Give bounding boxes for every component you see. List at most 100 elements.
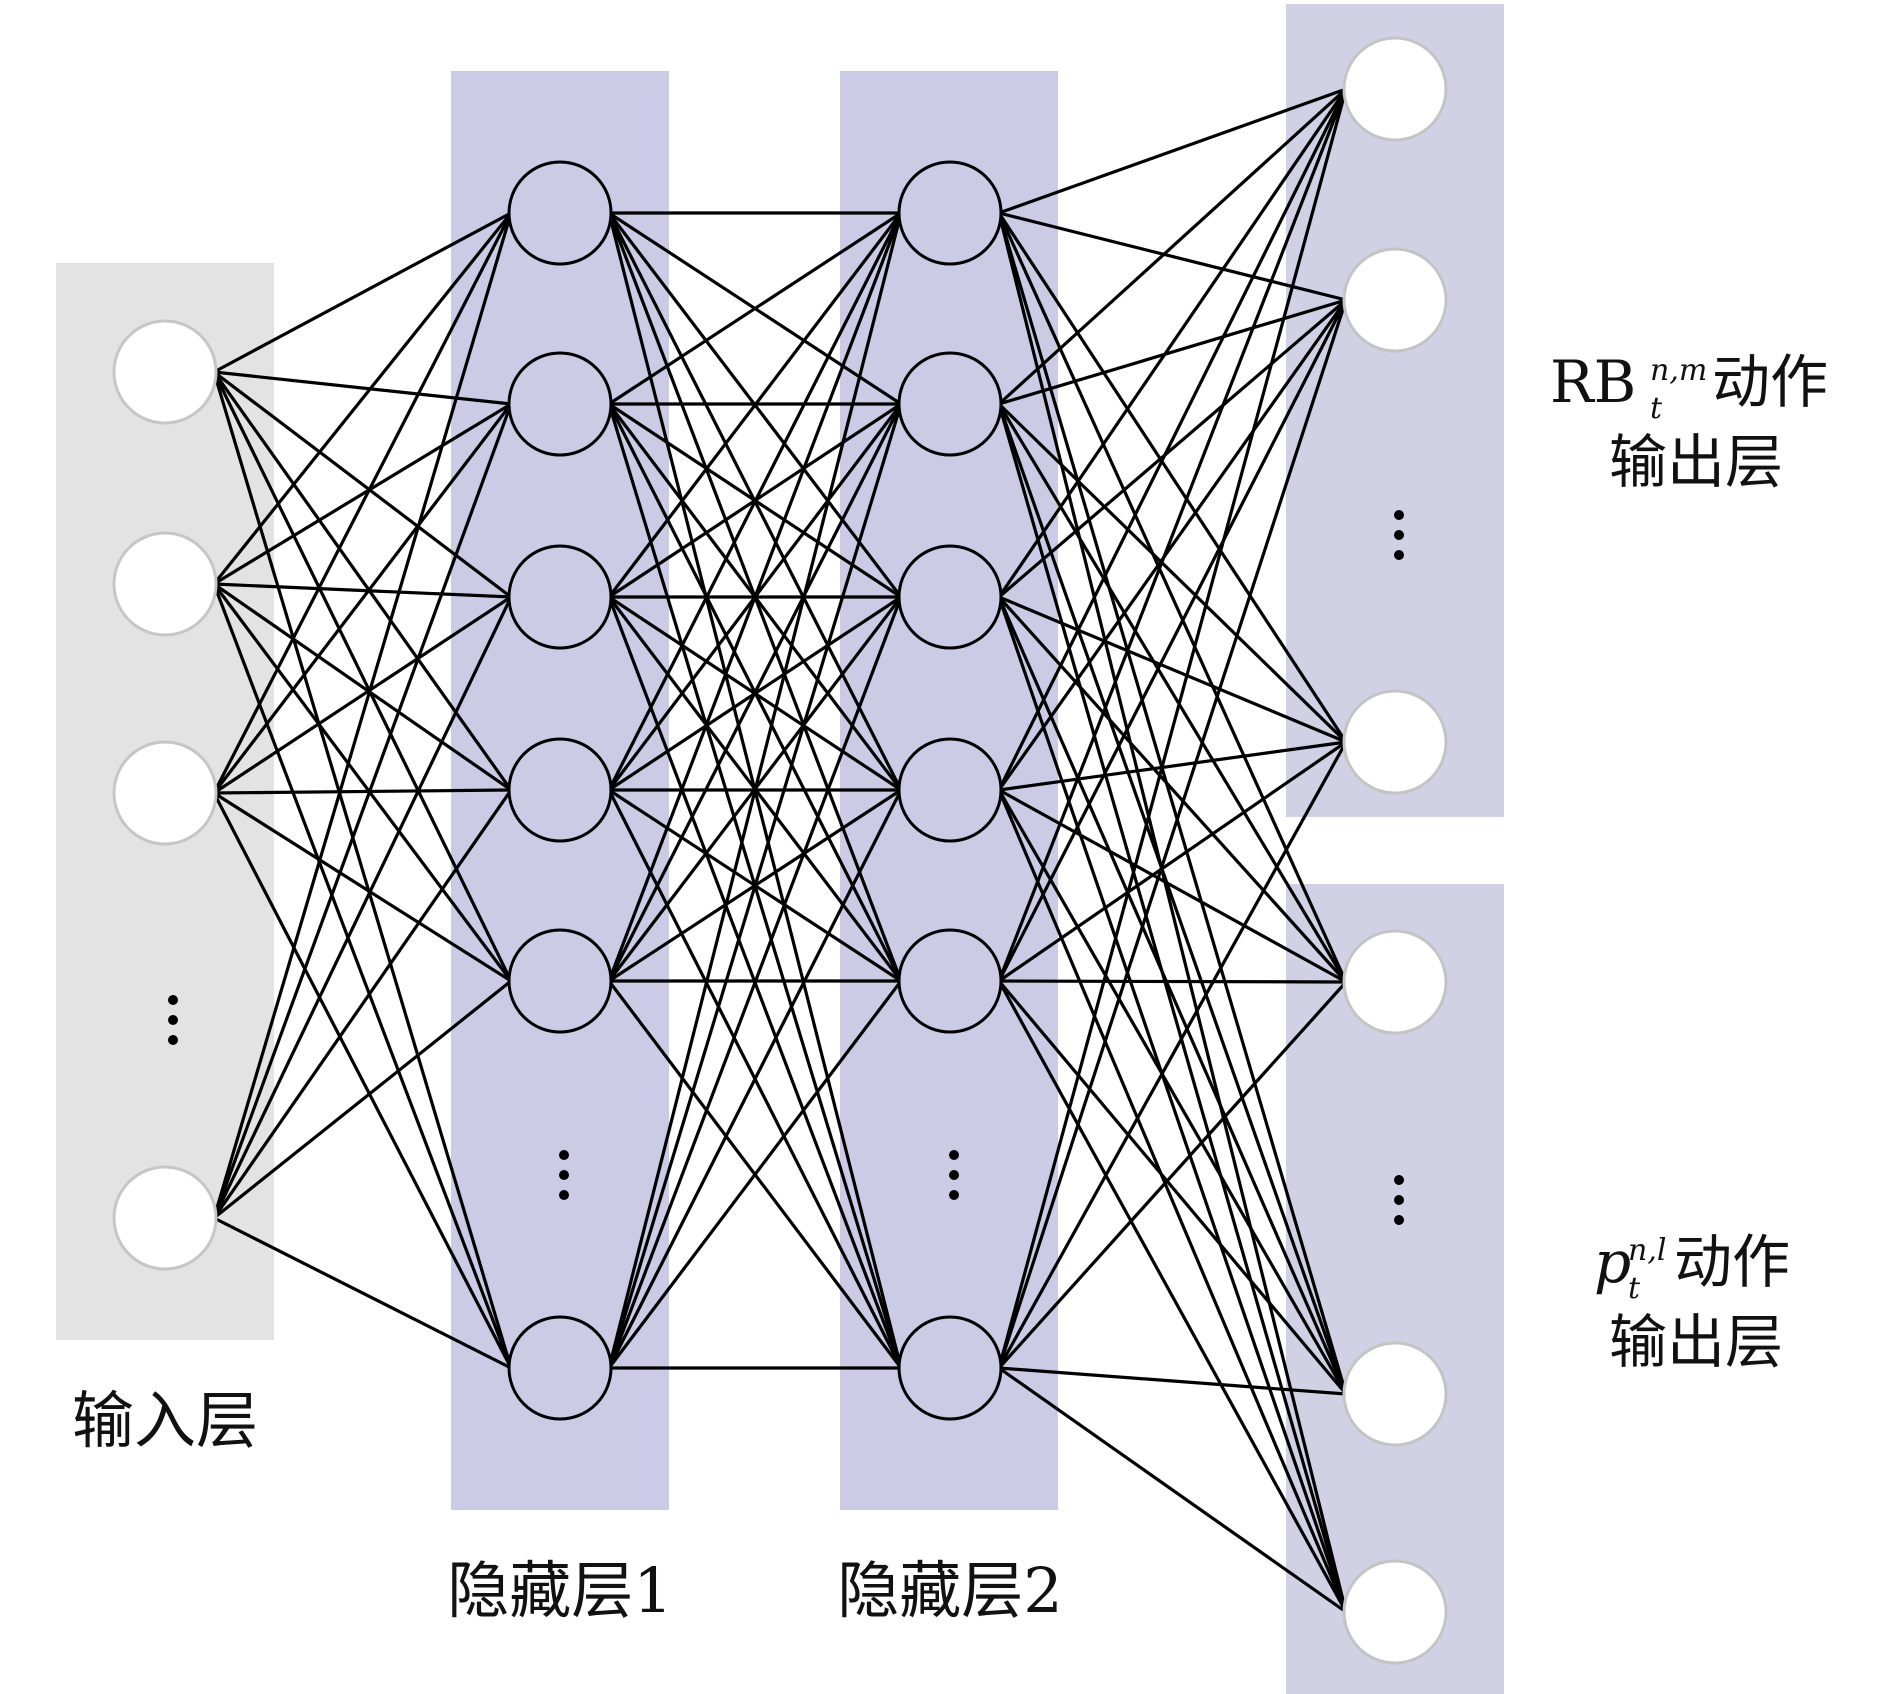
rb-subscript: t [1650,391,1663,426]
input-to-hidden1-edge [213,582,512,599]
outRB-ellipsis-dot [1394,510,1404,520]
hidden1-to-hidden2-edge [607,212,903,791]
ellipsis-markers [168,510,1404,1225]
hidden2-to-rb-output-edge [997,212,1348,743]
hidden2-to-p-output-edge [998,788,1347,984]
rb-output-layer-label: RB n,m t 动作 输出层 [1550,348,1828,496]
hidden2-to-rb-output-edge [998,740,1347,792]
input-to-hidden1-edge [212,583,513,1369]
hidden2-node [897,351,1003,457]
hidden2-to-rb-output-edge [997,299,1348,982]
input-node [112,531,218,637]
hidden1-node [507,544,613,650]
hidden1-to-hidden2-edge [608,211,902,406]
hidden1-node [507,351,613,457]
input-to-hidden1-edge [213,788,512,795]
rb-action-text: 动作 [1712,348,1828,416]
hidden2-to-rb-output-edge [997,88,1348,791]
hidden2-node [897,737,1003,843]
input-ellipsis-dot [168,995,178,1005]
hidden1-node [507,160,613,266]
rb-output-node [1342,689,1448,795]
hidden2-to-p-output-edge [998,1366,1347,1396]
input-to-hidden1-edge [213,791,512,983]
p-output-layer-text: 输出层 [1609,1308,1783,1376]
rb-superscript: n,m [1650,353,1707,388]
rb-output-layer-text: 输出层 [1609,428,1783,496]
hidden2-to-p-output-edge [997,403,1348,1395]
input-to-hidden1-edge [213,979,512,1220]
hidden2-to-rb-output-edge [997,299,1348,791]
network-nodes [112,36,1448,1665]
input-node [112,319,218,425]
input-to-hidden1-edge [213,370,512,599]
input-node [112,740,218,846]
hidden2-to-p-output-edge [997,596,1348,1613]
hidden1-to-hidden2-edge [607,980,903,1369]
input-layer-label: 输入层 [72,1384,258,1457]
connection-edges [212,87,1348,1614]
p-output-node [1342,1559,1448,1665]
hidden2-to-p-output-edge [998,1366,1347,1614]
hidden2-to-rb-output-edge [997,87,1348,406]
hidden2-to-rb-output-edge [997,299,1348,1369]
p-output-layer-label: p n,l t 动作 输出层 [1594,1228,1790,1376]
outRB-ellipsis-dot [1394,550,1404,560]
p-output-node [1342,1341,1448,1447]
hidden1-node [507,1315,613,1421]
hidden2-to-rb-output-edge [998,211,1347,302]
p-subscript: t [1628,1271,1641,1306]
hidden1-to-hidden2-edge [607,789,903,1369]
input-to-hidden1-edge [212,596,513,1219]
hidden2-to-rb-output-edge [998,740,1347,983]
hidden2-to-p-output-edge [998,979,1347,984]
input-to-hidden1-edge [212,371,513,791]
input-to-hidden1-edge [212,583,513,982]
h2-ellipsis-dot [949,1190,959,1200]
outP-ellipsis-dot [1394,1215,1404,1225]
input-to-hidden1-edge [212,789,513,1219]
hidden-layer-1-label: 隐藏层1 [447,1554,672,1627]
hidden1-to-hidden2-edge [607,403,903,1369]
input-to-hidden1-edge [212,212,513,1219]
hidden2-to-p-output-edge [997,596,1348,1395]
hidden-layer-2-label: 隐藏层2 [837,1554,1062,1627]
input-to-hidden1-edge [212,371,513,982]
input-to-hidden1-edge [213,582,512,792]
hidden2-to-p-output-edge [997,595,1348,984]
hidden2-to-rb-output-edge [997,88,1348,982]
input-to-hidden1-edge [213,1216,512,1370]
input-ellipsis-dot [168,1035,178,1045]
hidden2-to-rb-output-edge [998,87,1347,215]
hidden2-to-rb-output-edge [997,88,1348,1369]
hidden2-to-p-output-edge [997,403,1348,1613]
p-superscript: n,l [1628,1233,1666,1268]
hidden2-node [897,544,1003,650]
hidden2-to-p-output-edge [997,789,1348,1613]
input-ellipsis-dot [168,1015,178,1025]
hidden2-to-rb-output-edge [997,88,1348,598]
input-to-hidden1-edge [212,403,513,794]
hidden2-to-p-output-edge [997,212,1348,1395]
rb-symbol: RB [1550,348,1636,416]
hidden2-to-rb-output-edge [997,298,1348,599]
hidden2-to-p-output-edge [997,979,1348,1396]
hidden2-to-p-output-edge [997,980,1348,1370]
h2-ellipsis-dot [949,1170,959,1180]
input-to-hidden1-edge [212,371,513,1369]
hidden1-to-hidden2-edge [607,212,903,598]
rb-output-node [1342,36,1448,142]
input-to-hidden1-edge [212,792,513,1369]
input-to-hidden1-edge [213,595,512,795]
hidden2-node [897,160,1003,266]
hidden1-node [507,928,613,1034]
rb-output-node [1342,247,1448,353]
hidden2-node [897,1315,1003,1421]
hidden1-to-hidden2-edge [607,212,903,982]
p-symbol: p [1594,1228,1631,1296]
p-action-text: 动作 [1674,1228,1790,1296]
input-to-hidden1-edge [213,370,512,406]
h1-ellipsis-dot [559,1190,569,1200]
hidden2-node [897,928,1003,1034]
